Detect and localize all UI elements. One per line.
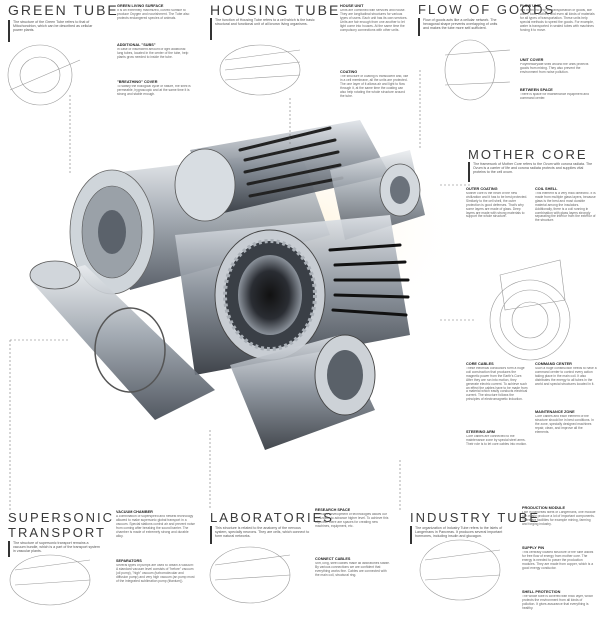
command-center-text: Such a huge construction needs to have a… bbox=[535, 367, 597, 386]
flow-unit-text: It is intended only for transportation o… bbox=[520, 9, 595, 32]
core-cables-head: CORE CABLES bbox=[466, 362, 494, 366]
section-bar bbox=[8, 20, 10, 42]
section-bar bbox=[418, 18, 420, 36]
supply-pin-text: This centrally located structure of the … bbox=[522, 551, 594, 570]
housing-tube-body: The function of Housing Tube refers to a… bbox=[215, 18, 315, 27]
coil-shell-text: This element is a very thick dielectric.… bbox=[535, 192, 596, 223]
outer-coating-text: Mother core is the heart of the new civi… bbox=[466, 192, 528, 219]
flow-of-goods-drawing bbox=[330, 150, 425, 240]
detail-sketches bbox=[7, 39, 571, 606]
mother-core-body: The framework of Mother Core refers to t… bbox=[473, 162, 593, 175]
shell-protection-head: SHELL PROTECTION bbox=[522, 590, 561, 594]
additional-subs-text: In case of insufficient amount of light … bbox=[117, 48, 189, 59]
supersonic-transport-drawing bbox=[29, 260, 215, 420]
research-space-head: RESEARCH SPACE bbox=[315, 508, 351, 512]
section-bar bbox=[8, 541, 10, 557]
production-module-text: Like in pancreas islets of Langerhans, o… bbox=[522, 511, 596, 526]
supply-pin-head: SUPPLY PIN bbox=[522, 546, 545, 550]
coil-shell-head: COIL SHELL bbox=[535, 187, 558, 191]
section-bar bbox=[210, 18, 212, 40]
laboratories-body: This structure is related to the anatomy… bbox=[215, 526, 310, 539]
breathing-cover-head: "BREATHING" COVER bbox=[117, 80, 158, 84]
maintenance-zone-text: Core cables and each element of the stru… bbox=[535, 415, 595, 434]
supersonic-title-line2: TRANSPORT bbox=[8, 525, 106, 540]
command-center-head: COMMAND CENTER bbox=[535, 362, 572, 366]
connect-cables-text: Stiff, long, steel cables make all labor… bbox=[315, 562, 390, 577]
mother-core-title: MOTHER CORE bbox=[468, 147, 588, 162]
section-bar bbox=[210, 526, 212, 544]
outer-coating-head: OUTER COATING bbox=[466, 187, 498, 191]
housing-tube-drawing bbox=[174, 120, 390, 222]
section-bar bbox=[410, 526, 412, 544]
steering-arm-text: Core cables are connected to the mainten… bbox=[466, 435, 528, 446]
steering-arm-head: STEERING ARM bbox=[466, 430, 495, 434]
green-living-surface-head: GREEN LIVING SURFACE bbox=[117, 4, 164, 8]
maintenance-zone-head: MAINTENANCE ZONE bbox=[535, 410, 575, 414]
between-space-head: BETWEEN SPACE bbox=[520, 88, 553, 92]
flow-of-goods-title: FLOW OF GOODS bbox=[418, 2, 556, 17]
supersonic-title-line1: SUPERSONIC bbox=[8, 510, 114, 525]
shell-protection-text: The whole tube is covered with thick lay… bbox=[522, 595, 594, 610]
unit-cover-head: UNIT COVER bbox=[520, 58, 544, 62]
separators-head: SEPARATORS bbox=[116, 559, 142, 563]
industry-tube-body: The organization of Industry Tube refers… bbox=[415, 526, 503, 539]
housing-tube-title: HOUSING TUBE bbox=[210, 2, 341, 18]
between-space-text: There is space for maintenance equipment… bbox=[520, 93, 589, 100]
coating-head: COATING bbox=[340, 70, 358, 74]
laboratories-title: LABORATORIES bbox=[210, 510, 334, 525]
production-module-head: PRODUCTION MODULE bbox=[522, 506, 566, 510]
flow-of-goods-body: Flow of goods acts like a cellular netwo… bbox=[423, 18, 498, 31]
unit-cover-text: Polymetacrylate shell around the units p… bbox=[520, 63, 589, 74]
vacuum-chamber-text: A combination of superspeed and newest t… bbox=[116, 515, 195, 538]
separators-text: Several types of pumps are used to obtai… bbox=[116, 564, 195, 583]
core-cables-text: These electrical conductors form a huge … bbox=[466, 367, 528, 402]
section-bar bbox=[468, 162, 470, 182]
industry-tube-title: INDUSTRY TUBE bbox=[410, 510, 541, 525]
flow-unit-head: FLOW UNIT bbox=[520, 4, 542, 8]
coating-text: The structure of coating is translucent … bbox=[340, 75, 409, 98]
connect-cables-head: CONNECT CABLES bbox=[315, 557, 351, 561]
additional-subs-head: ADDITIONAL "SUBS" bbox=[117, 43, 156, 47]
house-unit-text: Units are combined with services and hou… bbox=[340, 9, 408, 32]
green-tube-title: GREEN TUBE bbox=[8, 2, 119, 18]
house-unit-head: HOUSE UNIT bbox=[340, 4, 364, 8]
green-living-surface-text: It is an extremely maximized, curved sur… bbox=[117, 9, 190, 20]
vacuum-chamber-head: VACUUM CHAMBER bbox=[116, 510, 153, 514]
mother-core-drawing bbox=[175, 215, 410, 375]
laboratories-drawing bbox=[230, 334, 376, 450]
green-tube-body: The structure of the Green Tube refers t… bbox=[13, 20, 93, 33]
research-space-text: Constant development of technologies all… bbox=[315, 513, 389, 528]
breathing-cover-text: To satisfy the biological cycle of natur… bbox=[117, 85, 191, 96]
supersonic-body: The structure of supersonic transport re… bbox=[13, 541, 100, 554]
